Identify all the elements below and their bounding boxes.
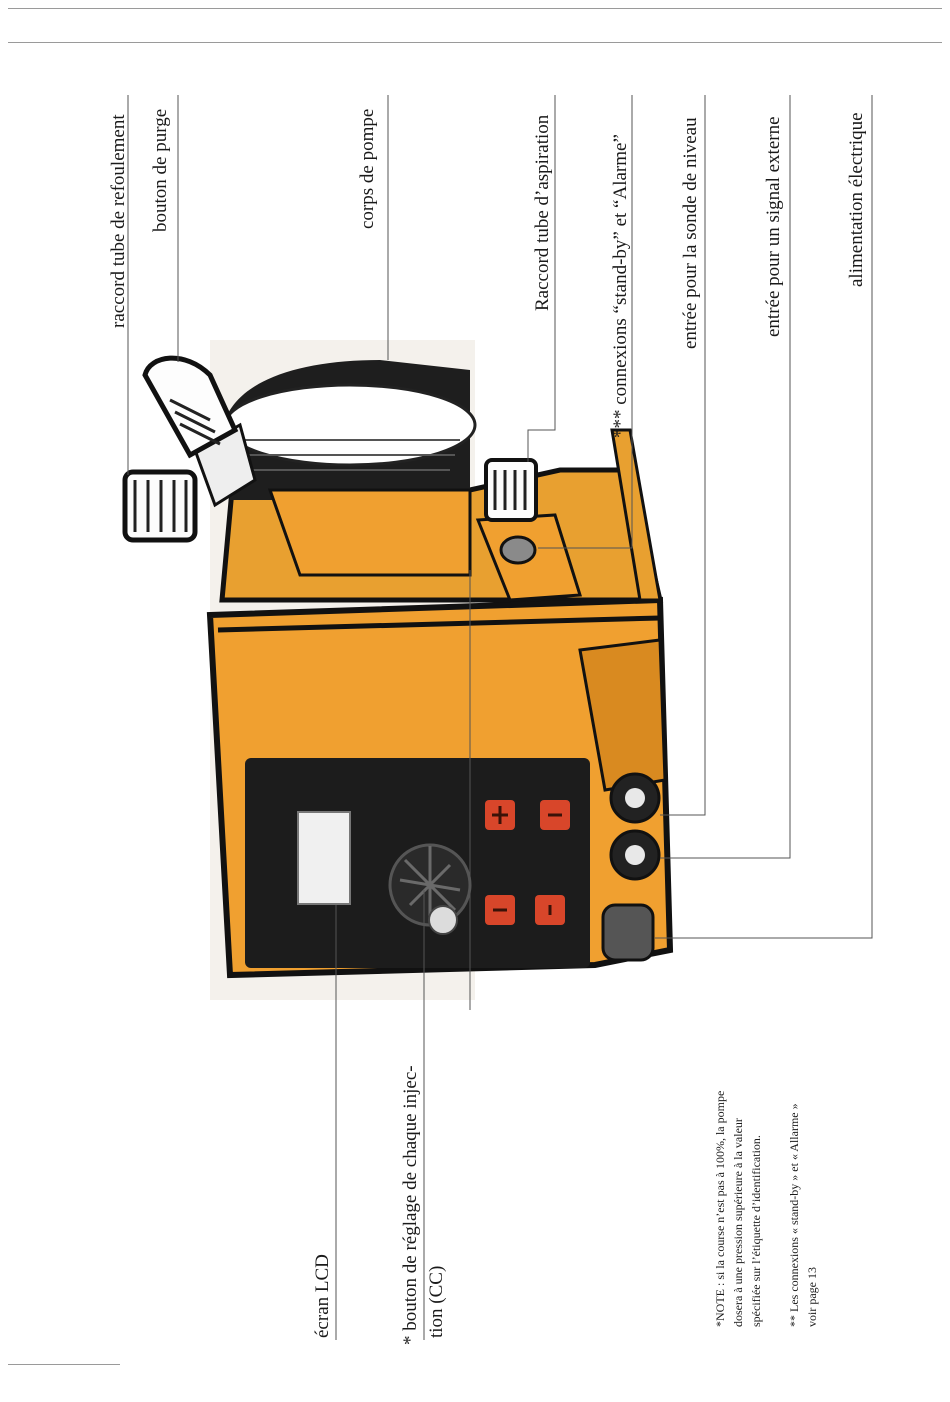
power-cable-gland [601, 903, 655, 962]
leader-signal-externe [660, 95, 791, 859]
label-bouton-reglage-line2: tion (CC) [426, 1266, 447, 1338]
note2-line1: ** Les connexions « stand-by » et « Alla… [787, 1103, 801, 1327]
footnotes: *NOTE : si la course n’est pas à 100%, l… [713, 1091, 819, 1327]
top-rule-1 [8, 8, 942, 9]
pump-head-ribs [240, 439, 460, 471]
pump-head-orange-panel [267, 488, 472, 577]
leader-sonde-niveau [660, 95, 706, 816]
adjust-knob-ridges [399, 846, 461, 924]
callout-labels: raccord tube de refoulement bouton de pu… [108, 109, 867, 1345]
label-bouton-purge: bouton de purge [150, 109, 171, 232]
pump-body-divider [217, 615, 661, 633]
suction-nut-ridges [493, 470, 527, 510]
note1-line2: dosera à une pression supérieure à la va… [731, 1118, 745, 1327]
note2-line2: voir page 13 [805, 1267, 819, 1327]
discharge-nut-ridges [133, 480, 188, 532]
label-raccord-refoulement: raccord tube de refoulement [108, 114, 129, 328]
adjust-knob-cap [428, 905, 458, 935]
note1-line1: *NOTE : si la course n’est pas à 100%, l… [713, 1091, 727, 1327]
leader-lines [127, 95, 873, 1340]
leader-raccord-aspiration [527, 95, 556, 462]
top-rule-2 [8, 42, 942, 43]
label-corps-pompe: corps de pompe [357, 109, 378, 229]
purge-button-ridges [169, 398, 221, 446]
standby-cable [610, 428, 662, 602]
connector-signal-inner [625, 845, 645, 865]
label-alimentation: alimentation électrique [846, 112, 867, 287]
leader-connexions [538, 95, 633, 549]
connector-level-inner [625, 788, 645, 808]
label-ecran-lcd: écran LCD [312, 1254, 333, 1338]
pump-body-side [578, 638, 667, 792]
pump-illustration [122, 340, 674, 1000]
label-sonde-niveau: entrée pour la sonde de niveau [680, 117, 701, 349]
label-signal-externe: entrée pour un signal externe [763, 116, 784, 337]
key-symbols [492, 806, 562, 915]
label-bouton-reglage-line1: * bouton de réglage de chaque injec- [400, 1065, 421, 1345]
label-connexions: *** connexions “stand-by” et “Alarme” [610, 134, 631, 438]
bottom-left-rule [8, 1364, 120, 1365]
leader-alimentation [655, 95, 873, 939]
label-raccord-aspiration: Raccord tube d’aspiration [532, 114, 553, 311]
note1-line3: spécifiée sur l’étiquette d’identificati… [749, 1135, 763, 1327]
lcd-screen [297, 811, 351, 905]
suction-port [499, 535, 537, 565]
pump-head-rim [223, 383, 477, 467]
